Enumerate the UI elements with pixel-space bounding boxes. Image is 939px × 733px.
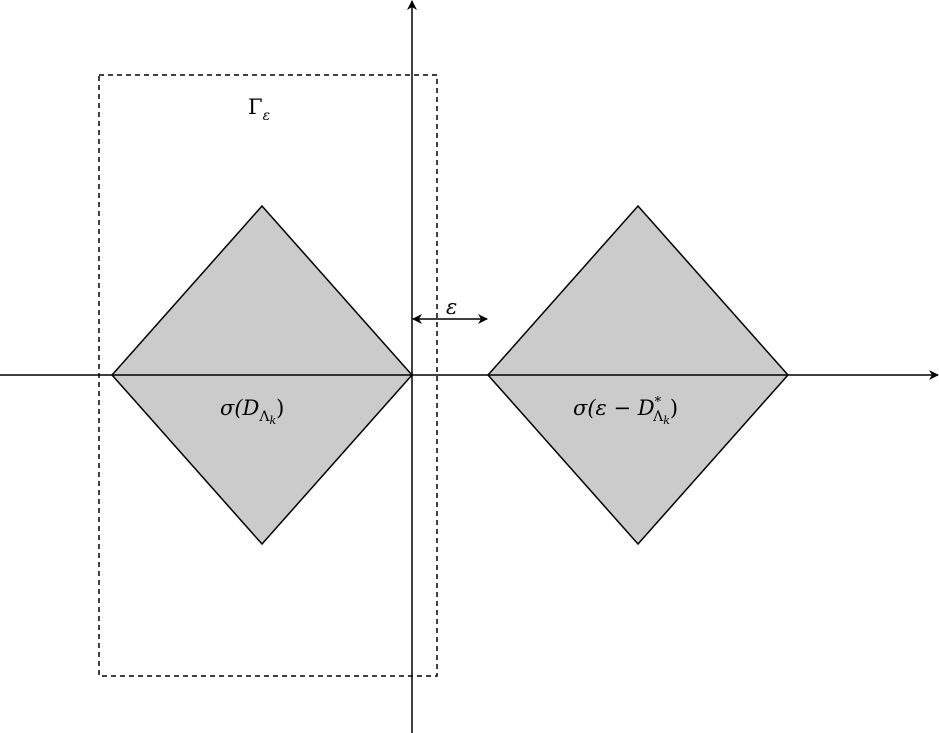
left-region-label: σ(DΛk) — [220, 396, 284, 427]
epsilon-label: ε — [446, 295, 457, 319]
right-region-label: σ(ε − D*Λk) — [573, 395, 678, 427]
gamma-label: Γε — [248, 95, 270, 124]
